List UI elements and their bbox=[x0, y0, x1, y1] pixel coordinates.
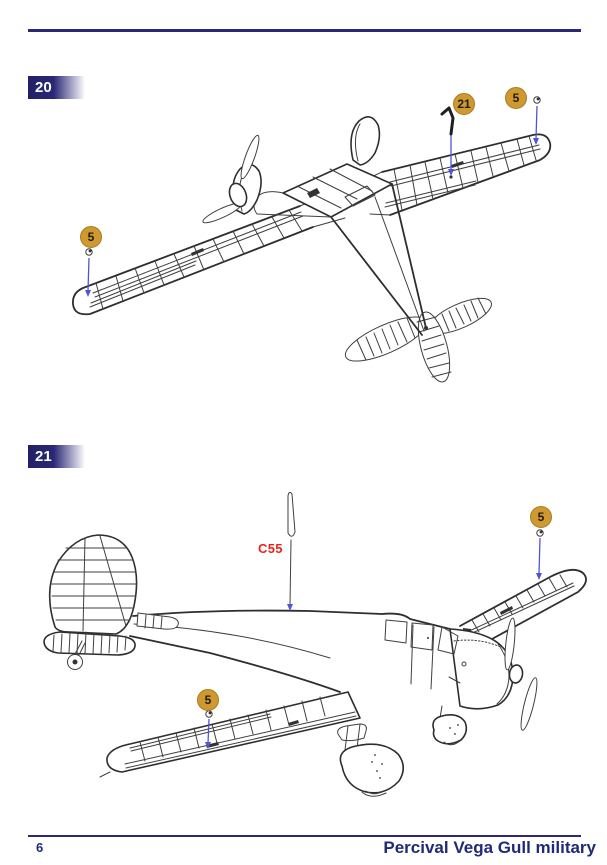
callout-badge-5: 5 bbox=[530, 506, 552, 528]
loose-parts bbox=[205, 529, 544, 718]
step-21-diagram bbox=[43, 491, 587, 797]
antenna-mast-part-icon bbox=[287, 491, 296, 537]
fuselage bbox=[129, 609, 471, 693]
tail-group bbox=[344, 297, 492, 383]
grommet-part-icon bbox=[85, 248, 93, 256]
callout-badge-5: 5 bbox=[505, 87, 527, 109]
bent-pin-part-icon bbox=[440, 106, 455, 136]
callout-badge-5: 5 bbox=[80, 226, 102, 248]
antenna-mast-part bbox=[287, 491, 296, 611]
starboard-wing bbox=[459, 568, 587, 645]
propeller bbox=[202, 134, 260, 224]
tail-fin bbox=[48, 534, 138, 635]
starboard-wing bbox=[381, 133, 552, 216]
step-21-badge: 21 bbox=[28, 445, 85, 468]
port-wing bbox=[99, 691, 361, 778]
callout-badge-21: 21 bbox=[453, 93, 475, 115]
grommet-part-icon bbox=[536, 529, 544, 537]
leader-lines bbox=[205, 537, 542, 749]
leader-lines bbox=[85, 105, 539, 297]
footer-rule bbox=[28, 835, 581, 837]
callout-badge-5: 5 bbox=[197, 689, 219, 711]
cabin-windows bbox=[384, 619, 459, 690]
grommet-part-icon bbox=[205, 710, 213, 718]
page-number: 6 bbox=[36, 840, 44, 855]
part-label-c55: C55 bbox=[258, 541, 283, 556]
engine-cowling bbox=[448, 628, 514, 710]
tailplane bbox=[43, 612, 179, 670]
port-wing bbox=[72, 205, 314, 316]
top-rule bbox=[28, 29, 581, 32]
loose-parts bbox=[85, 96, 541, 256]
step-20-diagram bbox=[72, 96, 552, 383]
landing-gear bbox=[337, 705, 468, 797]
propeller bbox=[504, 617, 538, 731]
doc-title: Percival Vega Gull military bbox=[383, 838, 596, 857]
fuselage-frame bbox=[253, 163, 427, 336]
step-20-badge: 20 bbox=[28, 76, 85, 99]
grommet-part-icon bbox=[533, 96, 541, 104]
